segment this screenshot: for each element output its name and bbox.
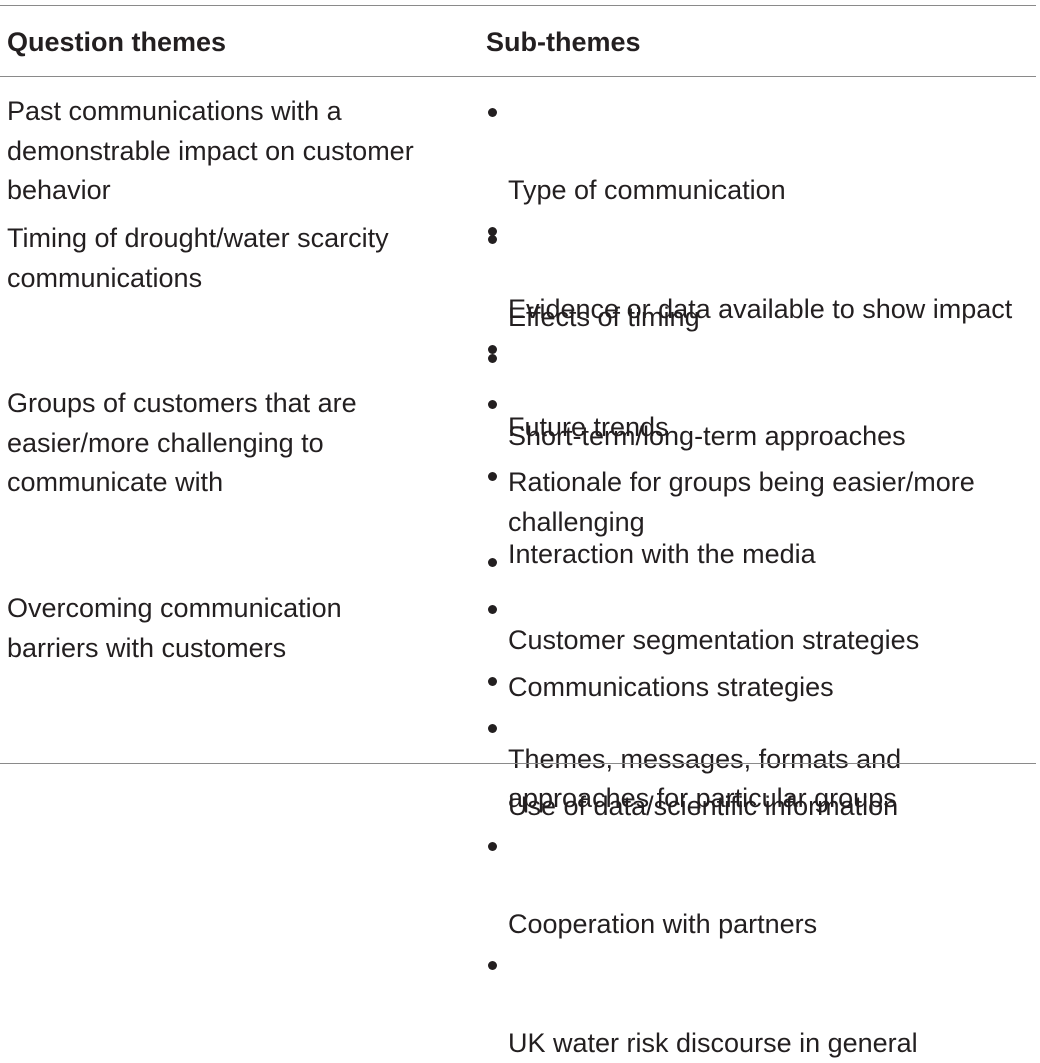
question-theme-cell: Past communications with a demonstrable … xyxy=(7,92,462,211)
question-theme-cell: Overcoming communication barriers with c… xyxy=(7,589,462,668)
header-sub-themes: Sub-themes xyxy=(486,22,641,62)
sub-theme-item: UK water risk discourse in general xyxy=(486,945,1038,1063)
sub-theme-item: Use of data/scientific information xyxy=(486,708,1038,827)
bullet-icon xyxy=(488,354,497,363)
sub-theme-text: Use of data/scientific information xyxy=(508,791,898,821)
sub-theme-text: Effects of timing xyxy=(508,302,700,332)
sub-theme-item: Effects of timing xyxy=(486,219,1038,338)
themes-table: Question themes Sub-themes Past communic… xyxy=(0,0,1040,769)
sub-theme-item: Type of communication xyxy=(486,92,1038,211)
question-theme-cell: Groups of customers that are easier/more… xyxy=(7,384,462,503)
table-header-rule xyxy=(0,76,1036,77)
table-header-row: Question themes Sub-themes xyxy=(0,22,1040,62)
table-top-rule xyxy=(0,5,1036,6)
sub-theme-text: Type of communication xyxy=(508,175,786,205)
bullet-icon xyxy=(488,605,497,614)
question-theme-cell: Timing of drought/water scarcity communi… xyxy=(7,219,462,298)
bullet-icon xyxy=(488,558,497,567)
table-bottom-rule xyxy=(0,763,1036,764)
sub-theme-text: Communications strategies xyxy=(508,672,834,702)
bullet-icon xyxy=(488,961,497,970)
bullet-icon xyxy=(488,400,497,409)
bullet-icon xyxy=(488,724,497,733)
bullet-icon xyxy=(488,235,497,244)
sub-themes-list: Communications strategies Use of data/sc… xyxy=(486,589,1038,1063)
bullet-icon xyxy=(488,842,497,851)
sub-theme-item: Communications strategies xyxy=(486,589,1038,708)
sub-theme-text: Rationale for groups being easier/more c… xyxy=(508,467,975,537)
sub-theme-item: Cooperation with partners xyxy=(486,826,1038,945)
sub-theme-text: UK water risk discourse in general xyxy=(508,1028,918,1058)
sub-theme-text: Cooperation with partners xyxy=(508,909,817,939)
header-question-themes: Question themes xyxy=(7,22,226,62)
bullet-icon xyxy=(488,108,497,117)
sub-theme-item: Rationale for groups being easier/more c… xyxy=(486,384,1038,542)
